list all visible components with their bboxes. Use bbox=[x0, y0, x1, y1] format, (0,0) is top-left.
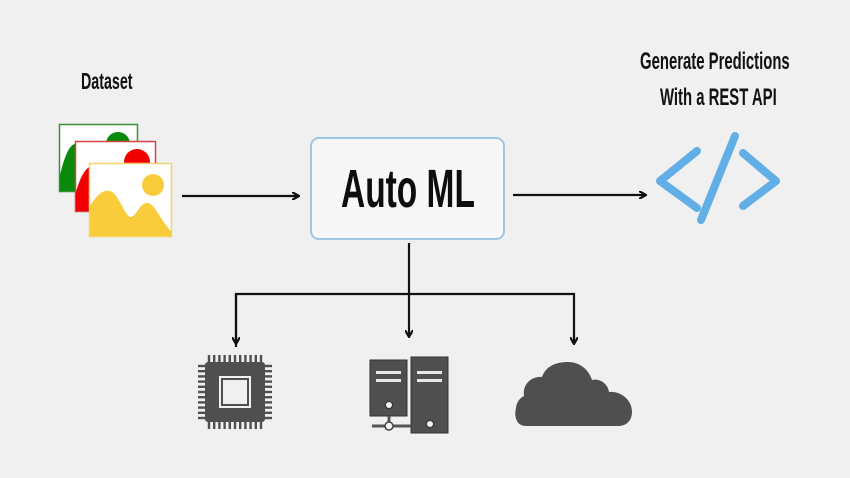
cpu-pin bbox=[244, 422, 247, 429]
cpu-pin bbox=[265, 411, 272, 414]
image-stack-icon bbox=[58, 123, 173, 238]
cpu-pin bbox=[228, 355, 231, 362]
cpu-pin bbox=[249, 422, 252, 429]
cpu-pin bbox=[259, 422, 263, 429]
predictions-label-line2: With a REST API bbox=[660, 84, 777, 111]
cpu-pin bbox=[198, 411, 205, 414]
code-icon bbox=[656, 132, 780, 224]
cpu-pin bbox=[254, 422, 257, 429]
predictions-label-line1: Generate Predictions bbox=[640, 48, 790, 75]
cpu-pin bbox=[207, 422, 211, 429]
cpu-pin bbox=[198, 364, 205, 368]
cpu-pin bbox=[244, 355, 247, 362]
cloud-icon bbox=[515, 362, 632, 426]
cpu-pin bbox=[239, 422, 242, 429]
cpu-pin bbox=[218, 422, 221, 429]
cpu-pin bbox=[249, 355, 252, 362]
cpu-pin bbox=[265, 380, 272, 383]
cpu-pin bbox=[198, 375, 205, 378]
cpu-pin bbox=[265, 401, 272, 404]
cpu-pin bbox=[265, 396, 272, 399]
deployment-connector bbox=[234, 243, 574, 347]
cpu-pin bbox=[228, 422, 231, 429]
cpu-pin bbox=[233, 422, 237, 429]
cpu-pin bbox=[218, 355, 221, 362]
cpu-pin bbox=[265, 375, 272, 378]
cpu-pin bbox=[265, 385, 272, 388]
cpu-pin bbox=[265, 416, 272, 420]
cpu-pin bbox=[213, 355, 216, 362]
automl-label: Auto ML bbox=[340, 158, 475, 219]
cpu-pin bbox=[223, 355, 226, 362]
cpu-pin bbox=[198, 416, 205, 420]
cpu-pin bbox=[223, 422, 226, 429]
cpu-pin bbox=[198, 396, 205, 399]
server-icon bbox=[369, 356, 449, 434]
yellow-image-card bbox=[88, 162, 173, 238]
cpu-pin bbox=[198, 370, 205, 373]
automl-box: Auto ML bbox=[310, 137, 505, 240]
cpu-pin bbox=[198, 380, 205, 383]
cpu-pin bbox=[265, 370, 272, 373]
cpu-pin bbox=[239, 355, 242, 362]
dataset-label: Dataset bbox=[81, 68, 133, 94]
cpu-pin bbox=[198, 390, 205, 394]
cpu-pin bbox=[265, 406, 272, 409]
cpu-pin bbox=[198, 385, 205, 388]
cpu-pin bbox=[265, 364, 272, 368]
cpu-pin bbox=[259, 355, 263, 362]
cpu-pin bbox=[265, 390, 272, 394]
cpu-pin bbox=[198, 401, 205, 404]
cpu-pin bbox=[207, 355, 211, 362]
cpu-chip-icon bbox=[198, 355, 272, 429]
cpu-pin bbox=[213, 422, 216, 429]
cpu-pin bbox=[198, 406, 205, 409]
cpu-pin bbox=[233, 355, 237, 362]
cpu-pin bbox=[254, 355, 257, 362]
